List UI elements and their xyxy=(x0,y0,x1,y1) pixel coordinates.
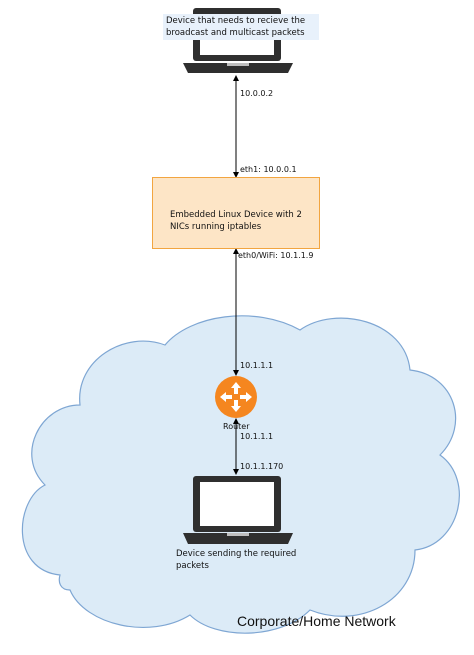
router-icon xyxy=(215,376,257,418)
router-label: Router xyxy=(223,422,250,431)
sender-ip-label: 10.1.1.170 xyxy=(240,462,284,471)
eth0-label: eth0/WiFi: 10.1.1.9 xyxy=(238,251,314,260)
embedded-label-line-1: Embedded Linux Device with 2 xyxy=(170,210,302,220)
sender-label-line-1: Device sending the required xyxy=(176,549,297,559)
eth1-label: eth1: 10.0.0.1 xyxy=(240,165,297,174)
sender-device-label: Device sending the required packets xyxy=(176,548,326,572)
sender-label-line-2: packets xyxy=(176,561,209,571)
receiver-ip-label: 10.0.0.2 xyxy=(240,89,274,98)
embedded-device-label: Embedded Linux Device with 2 NICs runnin… xyxy=(170,209,310,233)
receiver-label-line-2: broadcast and multicast packets xyxy=(166,28,305,38)
network-region-label: Corporate/Home Network xyxy=(237,613,396,629)
receiver-device-label: Device that needs to recieve the broadca… xyxy=(163,14,319,40)
embedded-linux-device-box xyxy=(152,177,320,249)
router-bottom-ip-label: 10.1.1.1 xyxy=(240,432,274,441)
network-cloud xyxy=(21,315,460,634)
receiver-label-line-1: Device that needs to recieve the xyxy=(166,16,306,26)
embedded-label-line-2: NICs running iptables xyxy=(170,222,262,232)
router-top-ip-label: 10.1.1.1 xyxy=(240,361,274,370)
laptop-icon xyxy=(183,476,293,544)
